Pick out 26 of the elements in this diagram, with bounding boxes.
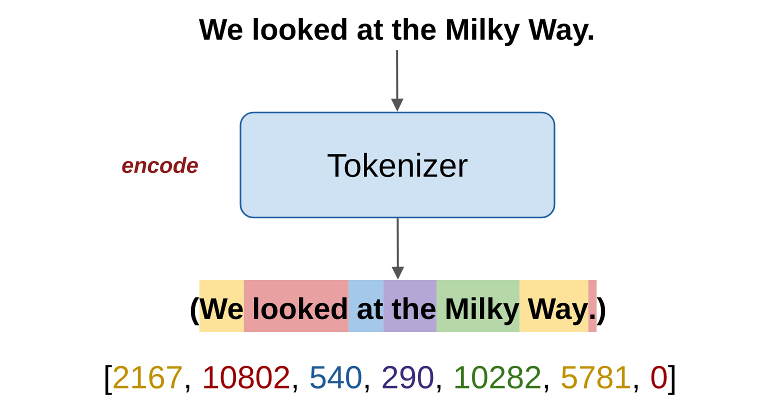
token-highlight: Milky — [436, 280, 520, 332]
sentence-text: We looked at the Milky Way. — [198, 18, 594, 46]
token-id: 5781 — [562, 366, 630, 389]
separator: , — [437, 384, 440, 392]
bracket: ] — [668, 365, 675, 395]
separator: , — [186, 384, 190, 392]
parenthesis: ( — [190, 297, 200, 326]
token-highlight: the — [383, 280, 436, 332]
token-highlight: Way — [520, 280, 588, 332]
token-highlight: looked — [244, 280, 349, 332]
token-id: 10802 — [204, 366, 290, 389]
annotation-text: encode — [122, 156, 198, 174]
separator: , — [365, 384, 369, 392]
separator: , — [294, 384, 297, 392]
separator: , — [634, 384, 638, 392]
bracket: [ — [105, 365, 112, 395]
token-highlight: at — [348, 280, 384, 332]
token-id: 540 — [310, 366, 362, 389]
token-id: 2167 — [114, 366, 182, 389]
parenthesis: ) — [596, 297, 606, 326]
process-box: Tokenizer — [240, 112, 556, 218]
separator: , — [544, 384, 548, 392]
token-id: 0 — [651, 366, 667, 389]
token-highlight: We — [199, 280, 244, 332]
token-id: 290 — [382, 366, 434, 389]
token-id: 10282 — [455, 366, 540, 389]
